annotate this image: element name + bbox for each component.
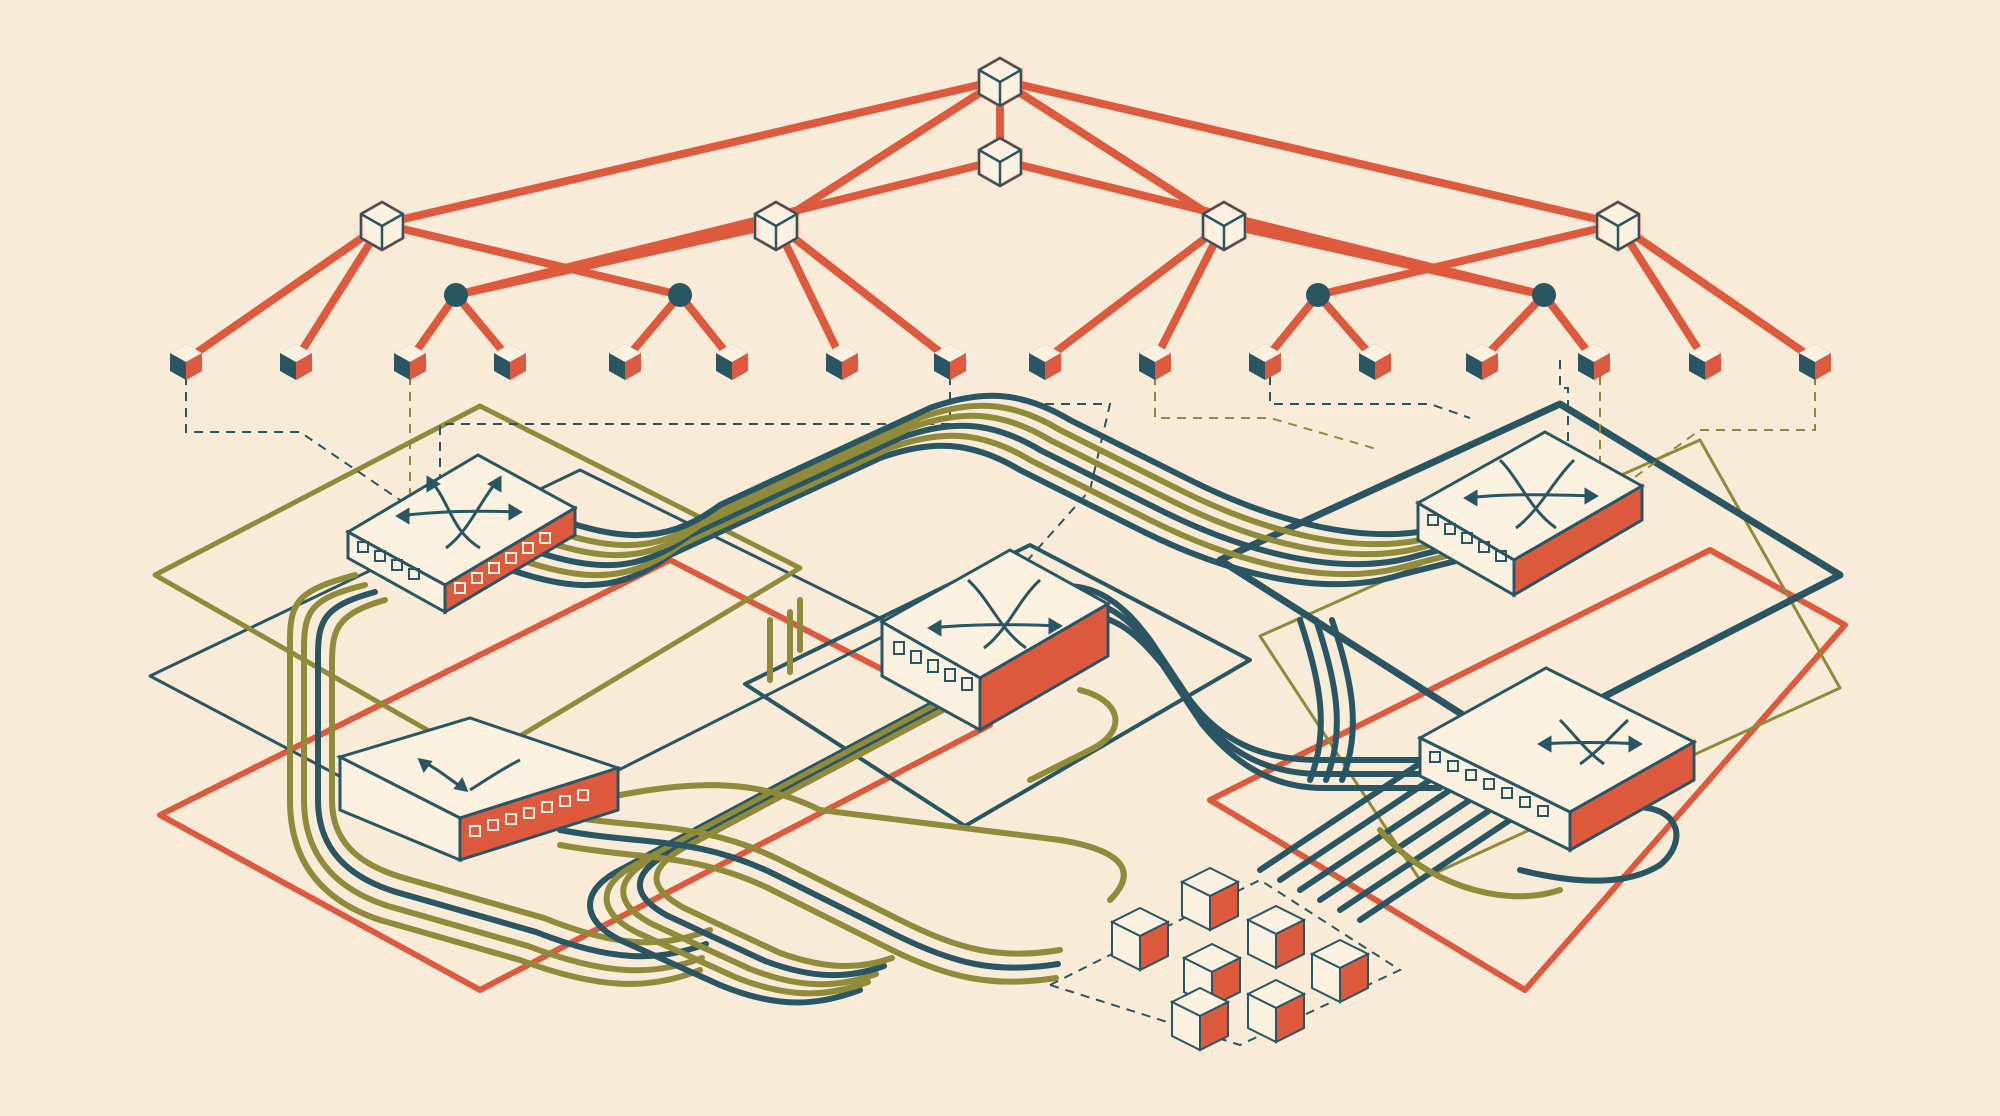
crossing-arrows-icon (417, 757, 521, 793)
switch-center (878, 548, 1112, 733)
junction-node (1532, 283, 1556, 307)
teal-plane-right (1216, 400, 1844, 749)
crossing-arrows-icon (395, 475, 523, 550)
olive-plane-left (152, 403, 803, 763)
junction-node (444, 283, 468, 307)
aggregation-nodes (359, 200, 1641, 252)
aggregation-node-cube (753, 200, 799, 252)
junction-node (1306, 283, 1330, 307)
server-node-cube (1247, 979, 1305, 1043)
server-node-cube (1311, 939, 1369, 1003)
server-node-cube (1247, 905, 1305, 969)
junction-nodes (444, 283, 1556, 307)
cable-bundles (287, 392, 1680, 1006)
server-node-cube (1111, 907, 1169, 971)
crossing-arrows-icon (927, 578, 1063, 650)
switch-top-left (344, 453, 579, 615)
switch-bottom-right (1416, 666, 1698, 853)
red-plane-right (1207, 547, 1848, 993)
leaf-node-cube (826, 344, 858, 380)
switch-ports (1427, 514, 1507, 562)
junction-node (668, 283, 692, 307)
switch-ports (469, 789, 589, 837)
switch-top-right (1414, 430, 1646, 598)
server-node-cube (1181, 867, 1239, 931)
crossing-arrows-icon (1463, 458, 1599, 530)
switch-ports (357, 532, 551, 594)
server-node-cube (1171, 987, 1229, 1051)
aggregation-node-cube (1201, 200, 1247, 252)
aggregation-node-cube (359, 200, 405, 252)
crossing-arrows-icon (1537, 718, 1643, 766)
switch-ports (893, 641, 973, 691)
aggregation-node-cube (1595, 200, 1641, 252)
root-node-cube (977, 136, 1023, 188)
switch-left-mid (335, 716, 623, 863)
switch-ports (1429, 751, 1549, 817)
leaf-node-cube (1139, 344, 1171, 380)
root-node-cube (977, 56, 1023, 108)
hierarchy-links (182, 76, 1819, 364)
